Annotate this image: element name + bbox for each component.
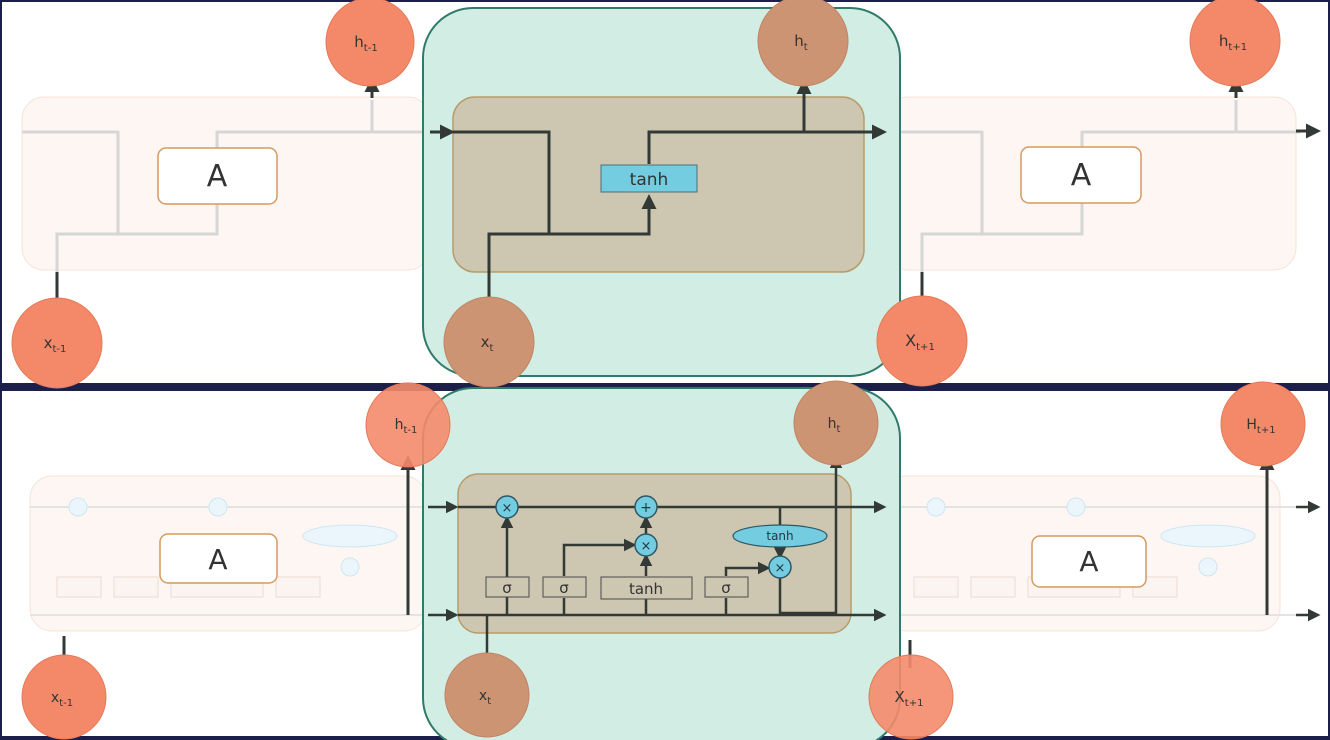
multiply-op-forget: × [495, 495, 519, 519]
svg-text:×: × [775, 561, 786, 576]
svg-text:tanh: tanh [629, 580, 663, 598]
svg-text:σ: σ [721, 579, 731, 597]
bottom-node-x-next: Xt+1 [868, 654, 954, 740]
bottom-left-cell-box [159, 533, 278, 584]
bottom-node-x-prev: xt-1 [21, 654, 107, 740]
svg-text:ht: ht [828, 416, 841, 435]
top-tanh-label: tanh [630, 170, 669, 190]
top-tanh-layer [600, 164, 698, 193]
bottom-right-cell-label: A [1079, 545, 1098, 578]
svg-text:ht-1: ht-1 [395, 417, 418, 436]
top-node-h-prev: ht-1 [325, 0, 415, 87]
sigma-gate-forget: σ [485, 576, 530, 598]
bottom-left-cell-label: A [208, 543, 227, 576]
top-right-cell-box [1020, 146, 1142, 204]
svg-text:×: × [641, 539, 652, 554]
tanh-op-output: tanh [732, 524, 828, 548]
svg-text:σ: σ [502, 579, 512, 597]
svg-text:Ht+1: Ht+1 [1246, 417, 1275, 436]
bottom-center-cell [457, 473, 852, 634]
top-node-x-prev: xt-1 [11, 297, 103, 389]
bottom-lstm-diagram: A A [21, 380, 1321, 740]
svg-text:ht+1: ht+1 [1219, 32, 1247, 53]
svg-text:xt: xt [479, 688, 491, 707]
svg-text:xt: xt [481, 333, 494, 354]
multiply-op-input: × [634, 533, 658, 557]
top-left-cell-box [157, 147, 278, 205]
tanh-gate-candidate: tanh [600, 576, 693, 600]
sigma-gate-input: σ [542, 576, 587, 598]
sigma-gate-output: σ [704, 576, 749, 598]
top-left-cell-label: A [207, 159, 228, 194]
top-node-x-next: Xt+1 [876, 295, 968, 387]
top-rnn-diagram: A A tanh ht-1 ht [11, 0, 1321, 389]
top-node-x-cur: xt [443, 296, 535, 388]
svg-text:xt-1: xt-1 [51, 690, 73, 709]
svg-text:xt-1: xt-1 [44, 334, 67, 355]
bottom-node-h-prev: ht-1 [365, 382, 451, 468]
bottom-node-x-cur: xt [444, 652, 530, 738]
svg-text:×: × [502, 501, 513, 516]
svg-text:Xt+1: Xt+1 [905, 331, 935, 353]
top-node-h-cur: ht [757, 0, 849, 87]
svg-text:ht: ht [794, 32, 808, 53]
top-right-cell-label: A [1071, 158, 1092, 193]
bottom-node-h-next: Ht+1 [1220, 381, 1306, 467]
bottom-right-cell-box [1031, 535, 1147, 588]
add-op-cell: + [634, 495, 658, 519]
svg-text:+: + [640, 500, 652, 516]
top-node-h-next: ht+1 [1189, 0, 1281, 87]
svg-text:σ: σ [559, 579, 569, 597]
multiply-op-output: × [768, 555, 792, 579]
bottom-node-h-cur: ht [793, 380, 879, 466]
svg-text:Xt+1: Xt+1 [895, 688, 924, 709]
svg-text:tanh: tanh [766, 529, 793, 543]
svg-text:ht-1: ht-1 [354, 33, 377, 54]
